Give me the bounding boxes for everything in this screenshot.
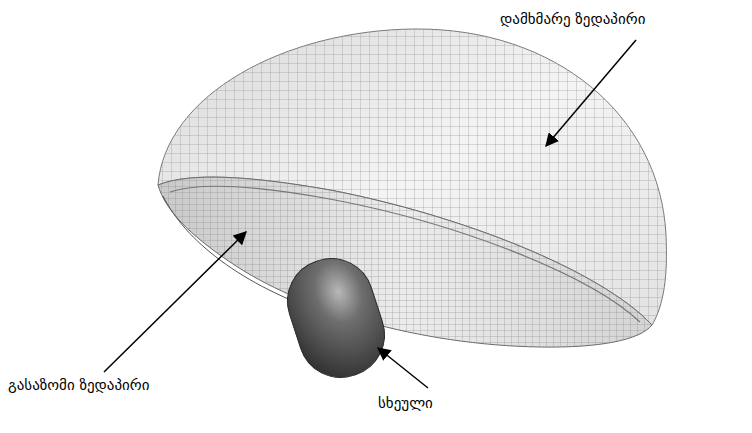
surface-label: დამხმარე ზედაპირი xyxy=(500,10,645,28)
body-capsule xyxy=(277,248,396,389)
leader-lines xyxy=(104,40,636,388)
surface-label: გასაზომი ზედაპირი xyxy=(8,376,150,394)
measurement-surface xyxy=(158,177,652,347)
body-label: სხეული xyxy=(378,394,433,412)
